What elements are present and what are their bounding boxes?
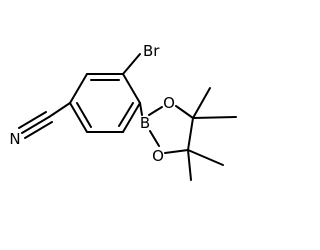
ring-bond-2 <box>69 73 88 104</box>
ring-bond-3-inner <box>76 102 92 128</box>
methyl-bond-3 <box>187 149 224 166</box>
structure-canvas: Br B O O N <box>9 42 237 181</box>
triple-bond-line-3 <box>24 121 53 139</box>
triple-bond-line-2 <box>18 111 47 129</box>
methyl-bond-1 <box>192 87 211 119</box>
o-upper-c-bond <box>175 105 194 119</box>
ring-bond-6 <box>122 73 141 104</box>
nitrile-group <box>18 102 71 139</box>
methyl-groups <box>187 87 237 181</box>
methyl-bond-2 <box>192 116 237 119</box>
benzene-ring <box>69 73 141 133</box>
ring-bond-5 <box>122 102 141 133</box>
oxygen-lower-label: O <box>152 147 164 165</box>
c-b-bond <box>139 102 143 116</box>
nitrogen-label: N <box>9 130 20 148</box>
bromine-label: Br <box>143 42 160 60</box>
ring-bond-5-inner <box>118 102 134 127</box>
c-cn-bond <box>48 102 71 118</box>
o-lower-b-bond <box>149 130 160 147</box>
ring-bond-3 <box>69 102 88 133</box>
methyl-bond-4 <box>187 149 192 181</box>
oxygen-upper-label: O <box>163 94 175 112</box>
c-c-bond <box>187 117 194 151</box>
molecule-drawing: Br B O O N <box>9 42 237 181</box>
pinacol-boronate-ring <box>148 105 194 154</box>
c-br-bond <box>122 53 141 75</box>
triple-bond-line-1 <box>21 116 50 134</box>
boron-label: B <box>140 114 150 132</box>
c-o-lower-bond <box>164 149 189 154</box>
b-o-upper-bond <box>148 106 163 116</box>
